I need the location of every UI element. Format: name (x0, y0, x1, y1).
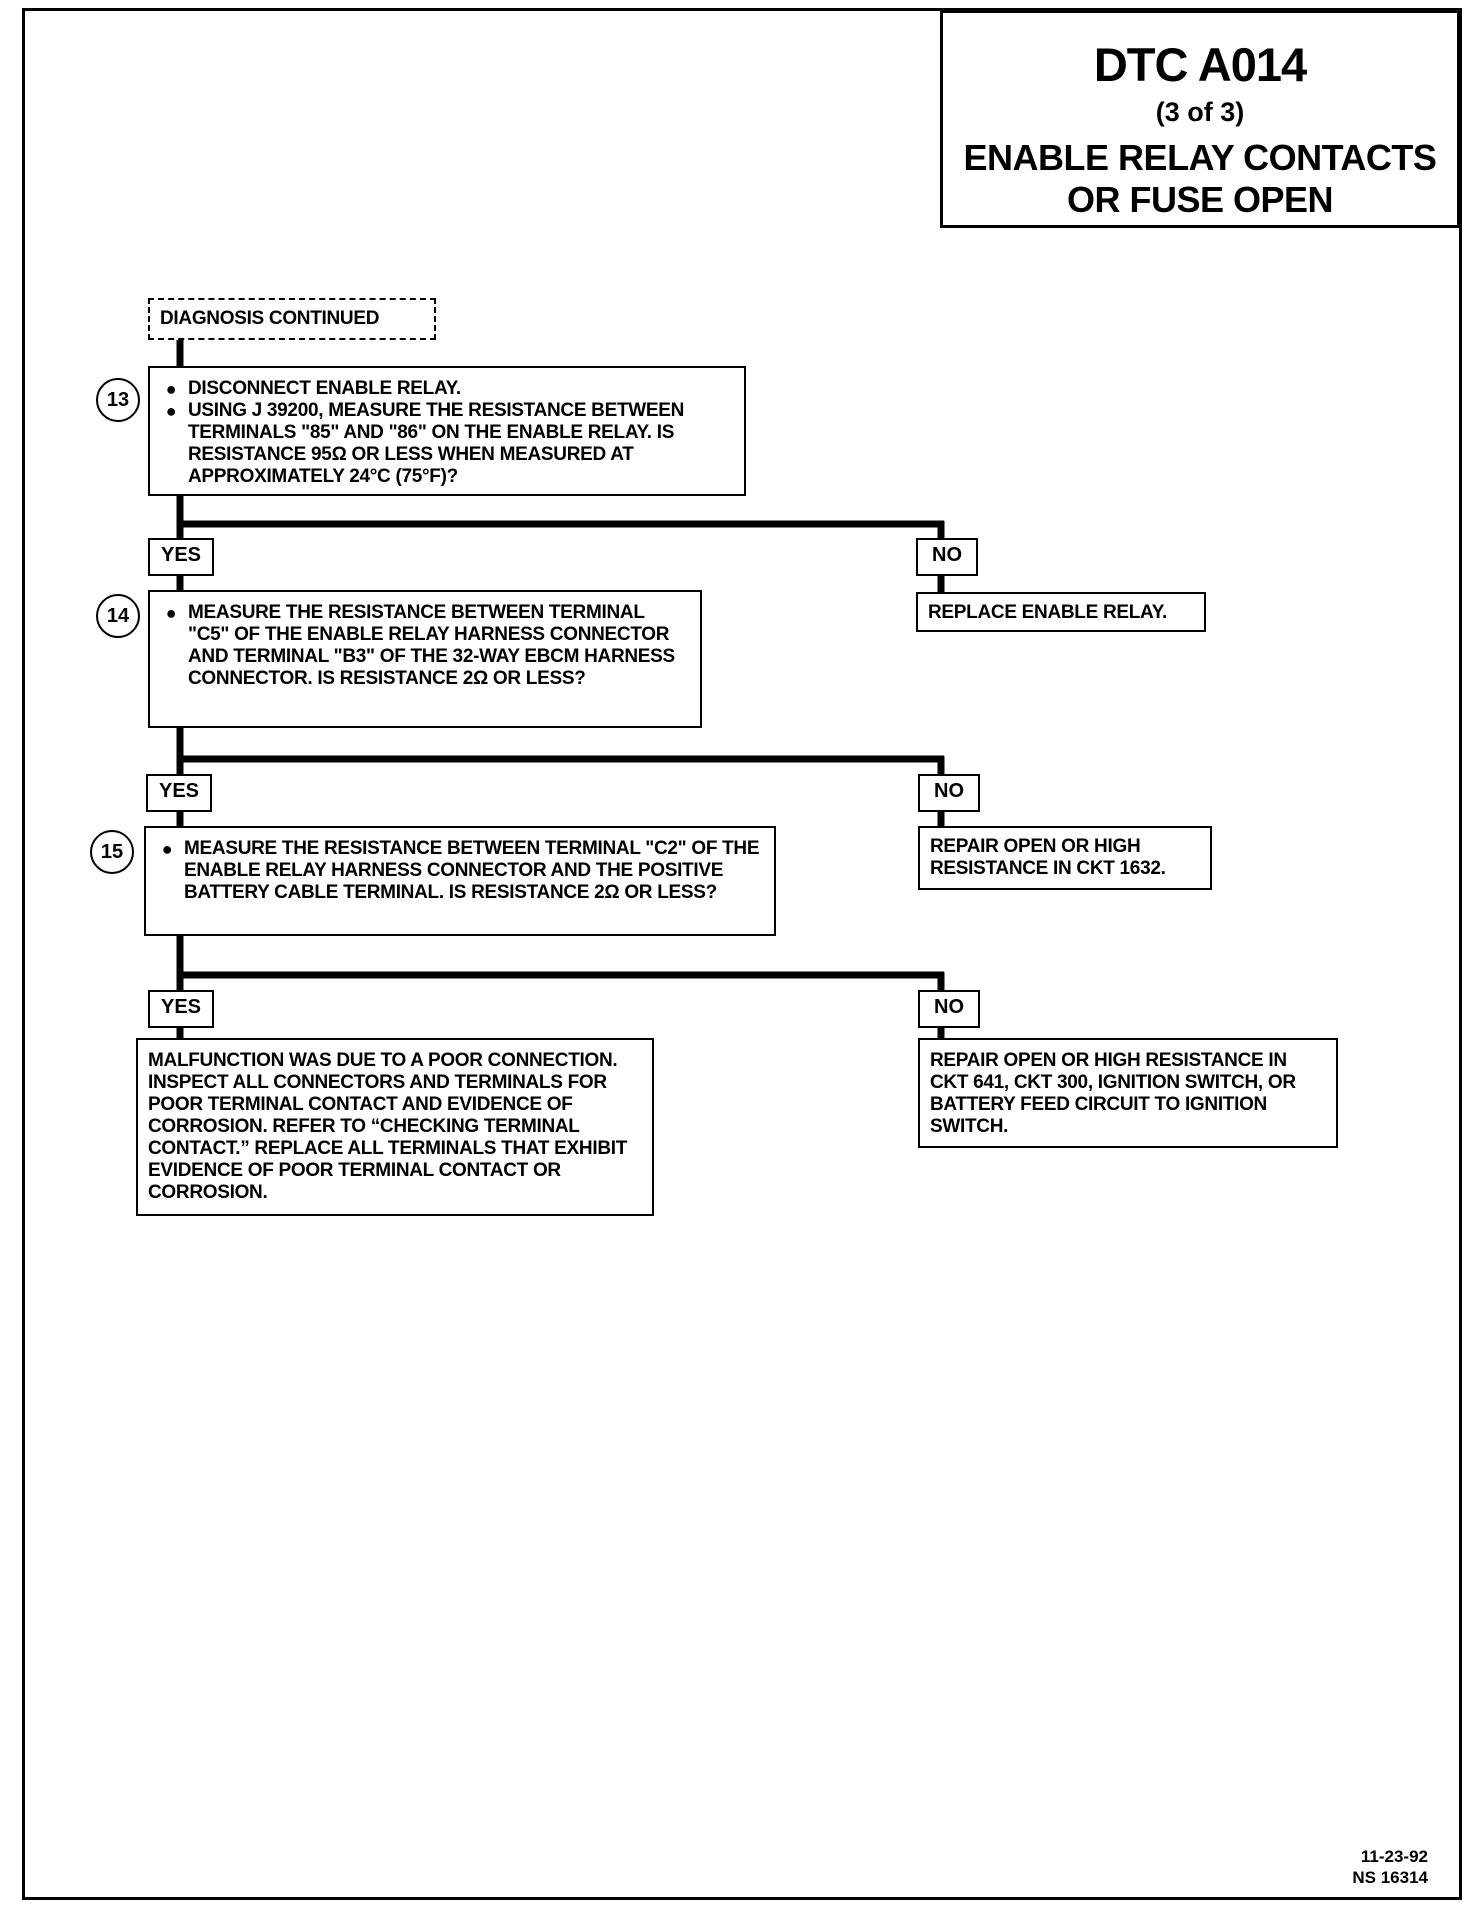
step-13-text-1: DISCONNECT ENABLE RELAY. (188, 378, 461, 399)
no-14-result: REPAIR OPEN OR HIGH RESISTANCE IN CKT 16… (930, 836, 1166, 879)
step-14-bullet-1: ● MEASURE THE RESISTANCE BETWEEN TERMINA… (154, 602, 690, 690)
yes-15-result: MALFUNCTION WAS DUE TO A POOR CONNECTION… (148, 1050, 628, 1203)
step-13-text-2: USING J 39200, MEASURE THE RESISTANCE BE… (188, 400, 685, 487)
step-15-number: 15 (90, 830, 134, 874)
yes-tag-15: YES (148, 990, 214, 1028)
step-14-box: ● MEASURE THE RESISTANCE BETWEEN TERMINA… (148, 590, 702, 728)
step-13-bullet-2: ● USING J 39200, MEASURE THE RESISTANCE … (154, 400, 734, 488)
yes-tag-14: YES (146, 774, 212, 812)
footer-ref: NS 16314 (1352, 1868, 1428, 1887)
step-15-bullet-1: ● MEASURE THE RESISTANCE BETWEEN TERMINA… (150, 838, 764, 904)
no-tag-15: NO (918, 990, 980, 1028)
no-15-result: REPAIR OPEN OR HIGH RESISTANCE IN CKT 64… (930, 1050, 1296, 1137)
bullet-icon: ● (161, 839, 173, 859)
repair-ckt-1632-box: REPAIR OPEN OR HIGH RESISTANCE IN CKT 16… (918, 826, 1212, 890)
step-13-number: 13 (96, 378, 140, 422)
step-13-box: ● DISCONNECT ENABLE RELAY. ● USING J 392… (148, 366, 746, 496)
no-tag-13: NO (916, 538, 978, 576)
yes-tag-13: YES (148, 538, 214, 576)
no-tag-14: NO (918, 774, 980, 812)
page-part: (3 of 3) (1155, 97, 1245, 127)
step-13-bullet-1: ● DISCONNECT ENABLE RELAY. (154, 378, 734, 400)
diagnosis-continued-box: DIAGNOSIS CONTINUED (148, 298, 436, 340)
step-15-box: ● MEASURE THE RESISTANCE BETWEEN TERMINA… (144, 826, 776, 936)
page-footer: 11-23-92 NS 16314 (1352, 1846, 1428, 1888)
bullet-icon: ● (165, 401, 177, 421)
step-14-text-1: MEASURE THE RESISTANCE BETWEEN TERMINAL … (188, 602, 675, 689)
malfunction-result-box: MALFUNCTION WAS DUE TO A POOR CONNECTION… (136, 1038, 654, 1216)
title-line-2: OR FUSE OPEN (1066, 179, 1334, 220)
dtc-code: DTC A014 (1093, 38, 1307, 91)
step-14-number: 14 (96, 594, 140, 638)
bullet-icon: ● (165, 603, 177, 623)
no-13-result: REPLACE ENABLE RELAY. (928, 602, 1167, 623)
footer-date: 11-23-92 (1360, 1847, 1428, 1866)
title-block: DTC A014 (3 of 3) ENABLE RELAY CONTACTS … (940, 10, 1460, 228)
repair-ignition-feed-box: REPAIR OPEN OR HIGH RESISTANCE IN CKT 64… (918, 1038, 1338, 1148)
bullet-icon: ● (165, 379, 177, 399)
step-15-text-1: MEASURE THE RESISTANCE BETWEEN TERMINAL … (184, 838, 760, 903)
diagnosis-continued-label: DIAGNOSIS CONTINUED (160, 308, 380, 329)
replace-enable-relay-box: REPLACE ENABLE RELAY. (916, 592, 1206, 632)
title-line-1: ENABLE RELAY CONTACTS (963, 137, 1437, 178)
page-frame (22, 8, 1462, 1900)
